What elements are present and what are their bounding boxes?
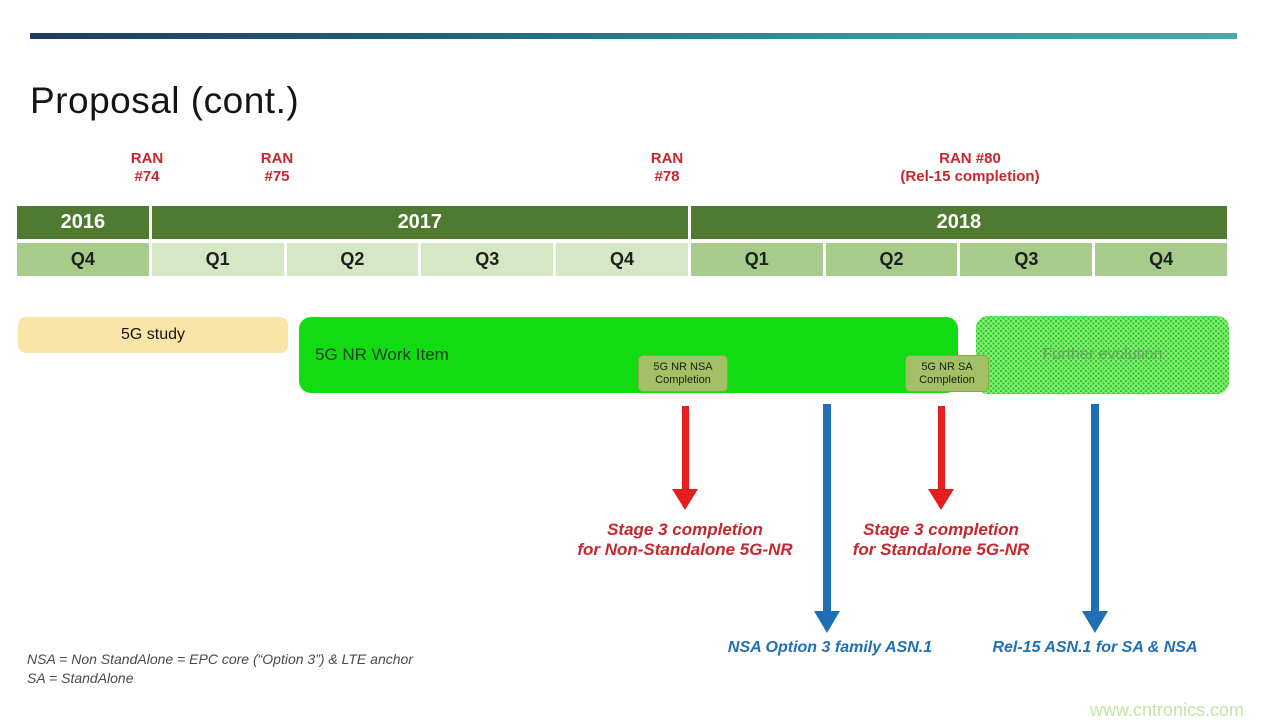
ran-label-line: RAN #80 [939, 150, 1001, 167]
bar-5g-nr-work-item-label: 5G NR Work Item [315, 345, 449, 364]
arrow-stem [937, 406, 945, 489]
ran-label-74: RAN #74 [67, 150, 227, 186]
bar-further-evolution: Further evolution [976, 316, 1229, 394]
quarter-cell: Q1 [690, 243, 823, 276]
asn1-rel15-note: Rel-15 ASN.1 for SA & NSA [992, 639, 1198, 656]
asn1-nsa-note: NSA Option 3 family ASN.1 [727, 639, 933, 656]
stage3-sa-note: Stage 3 completion for Standalone 5G-NR [801, 520, 1081, 560]
bar-5g-nr-work-item: 5G NR Work Item [299, 317, 958, 393]
stage3-note-line: for Standalone 5G-NR [852, 540, 1030, 559]
bar-further-evolution-label: Further evolution [1042, 346, 1163, 363]
ran-label-line: #78 [654, 168, 680, 185]
timeline-year-row: 2016 2017 2018 [17, 206, 1227, 239]
quarter-cell: Q3 [960, 243, 1093, 276]
quarter-cell: Q2 [286, 243, 419, 276]
year-cell-2018: 2018 [690, 206, 1227, 239]
blue-down-arrow-rel15-asn1-icon [1081, 404, 1109, 633]
arrow-head [814, 611, 840, 633]
milestone-box-line: 5G NR SA [921, 360, 973, 373]
ran-label-80: RAN #80 (Rel-15 completion) [850, 150, 1090, 186]
ran-label-line: RAN [260, 150, 294, 167]
arrow-stem [1091, 404, 1099, 611]
quarter-cell: Q4 [1095, 243, 1227, 276]
quarter-cell: Q2 [825, 243, 958, 276]
stage3-note-line: Stage 3 completion [863, 520, 1019, 539]
arrow-stem [823, 404, 831, 611]
top-accent-rule [30, 33, 1237, 39]
milestone-box-nsa-completion: 5G NR NSA Completion [638, 355, 728, 392]
bar-5g-study: 5G study [18, 317, 288, 353]
quarter-cell: Q4 [17, 243, 149, 276]
ran-label-line: RAN [130, 150, 164, 167]
milestone-box-line: 5G NR NSA [653, 360, 713, 373]
slide-title: Proposal (cont.) [30, 80, 300, 121]
timeline-quarter-row: Q4 Q1 Q2 Q3 Q4 Q1 Q2 Q3 Q4 [17, 243, 1227, 276]
footnote-nsa: NSA = Non StandAlone = EPC core (“Option… [27, 651, 413, 667]
ran-label-line: RAN [650, 150, 684, 167]
quarter-cell: Q3 [421, 243, 554, 276]
arrow-stem [681, 406, 689, 489]
stage3-note-line: for Non-Standalone 5G-NR [577, 540, 793, 559]
watermark-text: www.cntronics.com [1089, 700, 1244, 720]
quarter-cell: Q1 [151, 243, 284, 276]
ran-label-line: #75 [264, 168, 290, 185]
milestone-box-sa-completion: 5G NR SA Completion [905, 355, 989, 392]
stage3-note-line: Stage 3 completion [607, 520, 763, 539]
footnote-block: NSA = Non StandAlone = EPC core (“Option… [27, 650, 413, 688]
milestone-box-line: Completion [919, 373, 975, 386]
arrow-head [672, 489, 698, 510]
ran-label-75: RAN #75 [197, 150, 357, 186]
ran-label-line: (Rel-15 completion) [900, 168, 1040, 185]
quarter-cell: Q4 [556, 243, 688, 276]
ran-label-line: #74 [134, 168, 160, 185]
milestone-box-line: Completion [655, 373, 711, 386]
year-cell-2016: 2016 [17, 206, 149, 239]
red-down-arrow-sa-icon [928, 406, 954, 510]
arrow-head [1082, 611, 1108, 633]
footnote-sa: SA = StandAlone [27, 670, 134, 686]
ran-label-78: RAN #78 [587, 150, 747, 186]
year-cell-2017: 2017 [151, 206, 688, 239]
red-down-arrow-nsa-icon [672, 406, 698, 510]
blue-down-arrow-nsa-asn1-icon [813, 404, 841, 633]
stage3-nsa-note: Stage 3 completion for Non-Standalone 5G… [545, 520, 825, 560]
arrow-head [928, 489, 954, 510]
